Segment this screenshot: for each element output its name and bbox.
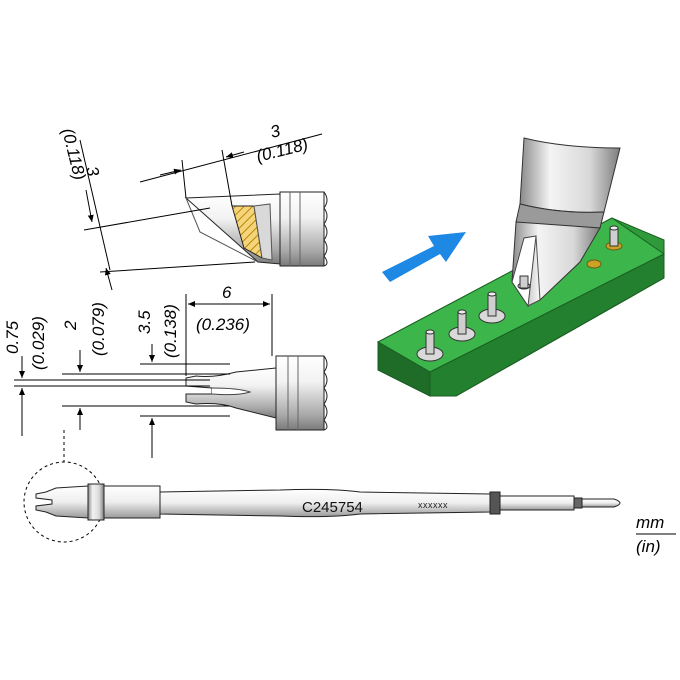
dim-length-mm: 6 xyxy=(222,283,232,302)
dim-length-in: (0.236) xyxy=(196,315,250,334)
dim-slot-a: 0.75 (0.029) xyxy=(3,316,48,436)
dim-top-width-mm: 3 xyxy=(268,121,282,142)
pin xyxy=(416,329,444,362)
pcb-illustration xyxy=(376,137,665,397)
dim-slot-b-mm: 2 xyxy=(61,320,80,331)
gold-pad xyxy=(586,225,623,269)
code-mark-label: xxxxxx xyxy=(418,500,448,510)
dim-slot-a-mm: 0.75 xyxy=(3,320,22,354)
dim-slot-b-in: (0.079) xyxy=(89,302,108,356)
dim-length: 6 (0.236) xyxy=(185,283,273,376)
pin xyxy=(448,309,476,342)
unit-mm: mm xyxy=(636,513,664,532)
direction-arrow-icon xyxy=(382,232,466,282)
dim-slot-c-in: (0.138) xyxy=(161,304,180,358)
part-number-label: C245754 xyxy=(302,499,363,516)
dim-slot-c-mm: 3.5 xyxy=(135,310,154,334)
dim-slot-b: 2 (0.079) xyxy=(61,302,108,430)
side-view-tip xyxy=(184,191,328,267)
slot-reference-lines xyxy=(14,363,230,417)
cartridge: C245754 xxxxxx xyxy=(23,461,621,543)
dim-slot-c: 3.5 (0.138) xyxy=(135,304,180,458)
unit-legend: mm (in) xyxy=(636,513,676,556)
front-view-tip xyxy=(185,355,328,431)
pin xyxy=(478,291,506,324)
dim-top-width-in: (0.118) xyxy=(254,135,310,166)
dim-top-height-in: (0.118) xyxy=(58,126,89,182)
unit-in: (in) xyxy=(636,537,661,556)
dim-slot-a-in: (0.029) xyxy=(29,316,48,370)
